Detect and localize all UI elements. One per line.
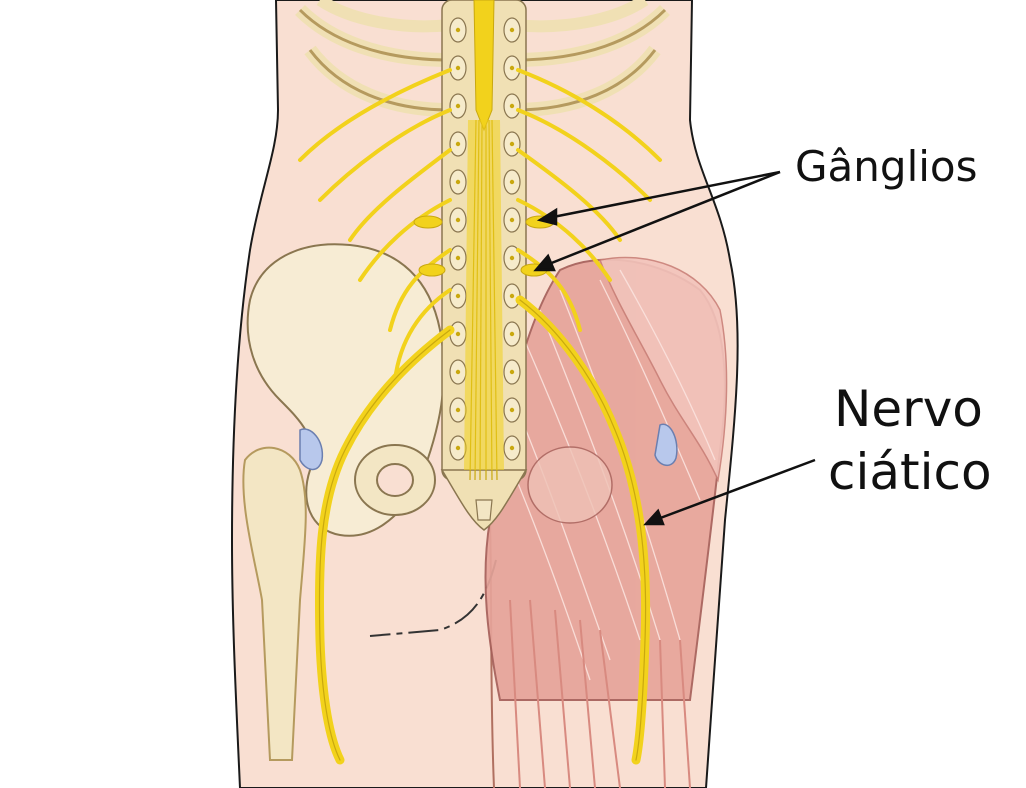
vertebral-foramen-dot	[455, 407, 461, 413]
vertebral-foramen-dot	[509, 217, 515, 223]
vertebral-foramen-dot	[455, 179, 461, 185]
label-arrows	[533, 170, 816, 526]
vertebral-foramen-dot	[455, 445, 461, 451]
sciatic-nerve-label-line1: Nervo	[834, 380, 983, 438]
vertebral-foramen-dot	[509, 331, 515, 337]
vertebral-foramen-dot	[455, 27, 461, 33]
vertebral-foramen-dot	[509, 27, 515, 33]
vertebral-foramen-dot	[455, 217, 461, 223]
vertebral-foramen-dot	[509, 445, 515, 451]
arrow-head-ganglion-lower	[533, 253, 556, 272]
ganglia-label: Gânglios	[795, 142, 978, 191]
arrow-head-ganglion-upper	[536, 207, 558, 226]
vertebral-foramen-dot	[455, 141, 461, 147]
left-femur	[242, 428, 324, 761]
spinal-cord	[464, 0, 504, 481]
vertebral-foramen-dot	[455, 255, 461, 261]
vertebral-foramen-dot	[455, 103, 461, 109]
arrow-head-sciatic-nerve	[643, 508, 665, 526]
arrow-to-ganglion-lower	[543, 170, 781, 268]
vertebral-foramen-dot	[455, 331, 461, 337]
vertebral-foramen-dot	[509, 179, 515, 185]
gluteus-muscle	[484, 256, 728, 788]
vertebral-foramen-dot	[509, 65, 515, 71]
vertebral-foramen-dot	[509, 369, 515, 375]
vertebral-foramen-dot	[509, 103, 515, 109]
vertebral-foramen-dot	[509, 255, 515, 261]
arrow-to-sciatic-nerve	[654, 458, 816, 522]
vertebral-foramen-dot	[509, 293, 515, 299]
vertebral-foramen-dot	[509, 141, 515, 147]
spinal-nerves	[298, 68, 662, 765]
vertebral-foramen-dot	[455, 369, 461, 375]
vertebral-foramina	[449, 17, 521, 461]
rib-cage	[295, 0, 670, 117]
sciatic-nerve-label-line2: ciático	[828, 443, 992, 501]
arrow-to-ganglion-upper	[547, 170, 781, 220]
vertebral-foramen-dot	[509, 407, 515, 413]
vertebral-foramen-dot	[455, 293, 461, 299]
vertebral-foramen-dot	[455, 65, 461, 71]
